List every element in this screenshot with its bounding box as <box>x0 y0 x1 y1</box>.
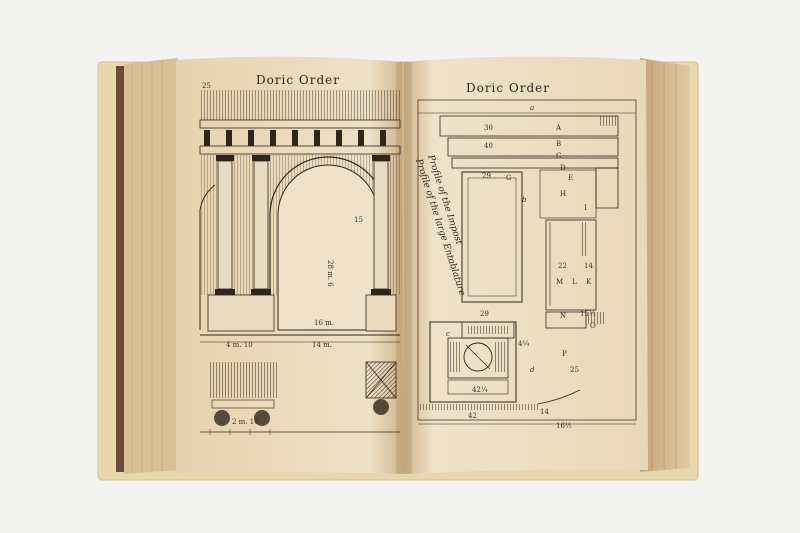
central-arch <box>277 164 379 331</box>
triglyph-frieze <box>204 130 386 146</box>
dim-arch-height: 28 m. 6 <box>326 260 334 287</box>
book-spine-edge <box>116 66 126 472</box>
profile-letters: a A B C D E G H I K L M N O P b c d <box>446 104 596 374</box>
svg-text:K: K <box>586 278 592 286</box>
svg-text:L: L <box>572 278 577 286</box>
svg-text:A: A <box>555 124 562 132</box>
left-page-stack <box>124 58 178 474</box>
svg-text:a: a <box>530 104 534 112</box>
svg-text:30: 30 <box>484 124 493 132</box>
svg-text:E: E <box>568 174 573 182</box>
dim-opening: 14 m. <box>312 341 332 349</box>
svg-text:15½: 15½ <box>580 310 596 318</box>
svg-text:M: M <box>556 278 563 286</box>
svg-text:I: I <box>584 204 587 212</box>
svg-text:25: 25 <box>570 366 579 374</box>
right-page-stack <box>640 58 690 472</box>
dim-bay: 4 m. 10 <box>226 341 253 349</box>
entablature-profile <box>417 99 637 425</box>
svg-text:c: c <box>446 330 450 338</box>
arcade-plan: 2 m. 10 <box>200 361 400 435</box>
svg-text:22: 22 <box>558 262 567 270</box>
svg-text:14: 14 <box>584 262 593 270</box>
svg-text:H: H <box>560 190 566 198</box>
svg-text:29: 29 <box>480 310 489 318</box>
column-1 <box>215 155 235 295</box>
svg-text:O: O <box>590 322 596 330</box>
right-page-title: Doric Order <box>466 81 550 95</box>
svg-text:G: G <box>506 174 512 182</box>
right-page <box>404 56 648 474</box>
svg-text:42: 42 <box>468 412 477 420</box>
dim-plan: 2 m. 10 <box>232 418 259 426</box>
svg-text:16½: 16½ <box>556 422 572 430</box>
dim-arch-width: 16 m. <box>314 319 334 327</box>
cornice-band <box>200 90 400 120</box>
svg-text:14: 14 <box>540 408 549 416</box>
svg-text:N: N <box>560 312 566 320</box>
svg-text:b: b <box>522 196 527 204</box>
arcade-elevation: 28 m. 6 16 m. 4 m. 10 14 m. 15 <box>199 90 401 349</box>
svg-text:d: d <box>530 366 535 374</box>
profile-dimensions: 30 40 29 22 14 15½ 29 4¼ 42¼ 42 14 16½ 2… <box>468 124 596 430</box>
column-3 <box>371 155 391 295</box>
svg-text:42¼: 42¼ <box>472 386 488 394</box>
dim-side: 15 <box>354 216 363 224</box>
svg-text:D: D <box>560 164 566 172</box>
svg-text:40: 40 <box>484 142 493 150</box>
svg-text:29: 29 <box>482 172 491 180</box>
left-page-title: Doric Order <box>256 73 340 87</box>
svg-text:P: P <box>562 350 567 358</box>
svg-text:C: C <box>556 152 561 160</box>
left-page-number: 25 <box>202 82 211 90</box>
svg-text:4¼: 4¼ <box>518 340 529 348</box>
svg-text:B: B <box>556 140 561 148</box>
column-2 <box>251 155 271 295</box>
